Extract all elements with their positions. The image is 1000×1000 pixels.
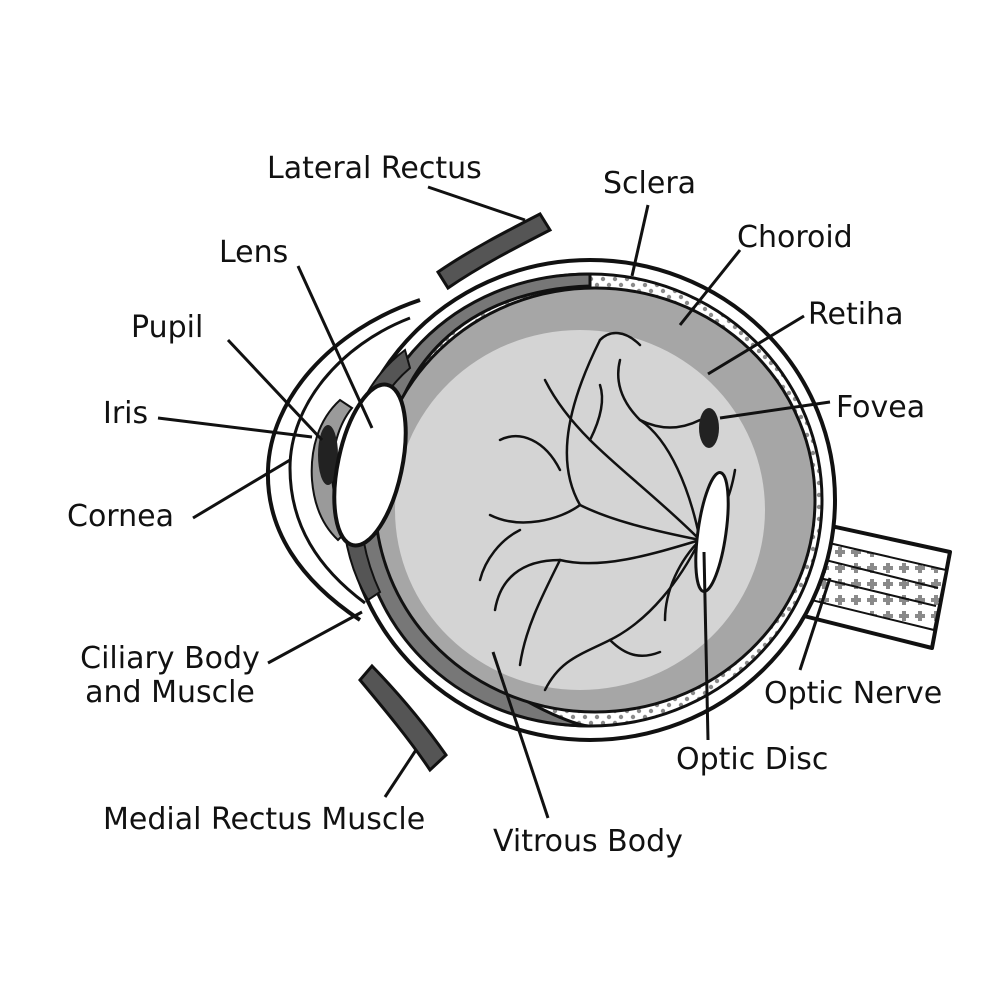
leader-cornea [192, 458, 291, 520]
label-sclera: Sclera [603, 166, 697, 201]
label-optic-disc: Optic Disc [676, 742, 829, 777]
label-ciliary-body: Ciliary Body and Muscle [72, 642, 268, 710]
fovea-shape [699, 408, 719, 448]
label-ciliary-line2: and Muscle [85, 675, 255, 710]
leader-ciliary [267, 610, 363, 665]
leader-iris [157, 416, 313, 439]
leader-optic-disc [702, 551, 710, 741]
lateral-rectus-shape [435, 212, 553, 291]
label-lateral-rectus: Lateral Rectus [267, 151, 482, 186]
medial-rectus-shape [358, 663, 448, 773]
label-medial-rectus: Medial Rectus Muscle [103, 802, 426, 837]
lens-shape [332, 382, 408, 548]
label-fovea: Fovea [836, 390, 926, 425]
pupil-shape [318, 425, 338, 485]
label-cornea: Cornea [67, 499, 174, 534]
leader-lens [296, 265, 374, 429]
leader-sclera [630, 204, 650, 277]
label-retina: Retiha [808, 297, 904, 332]
label-vitrous-body: Vitrous Body [493, 824, 683, 859]
label-iris: Iris [103, 396, 149, 431]
label-pupil: Pupil [131, 310, 204, 345]
blood-vessels [478, 331, 737, 692]
label-lens: Lens [219, 235, 289, 270]
leader-fovea [719, 400, 831, 420]
leader-lines [157, 185, 832, 819]
label-ciliary-line1: Ciliary Body [80, 641, 260, 676]
leader-vitrous [491, 651, 550, 819]
leader-choroid [678, 249, 742, 326]
label-optic-nerve: Optic Nerve [764, 676, 943, 711]
leader-optic-nerve [798, 577, 832, 671]
leader-lateral-rectus [427, 185, 526, 222]
leader-pupil [226, 338, 324, 442]
leader-retina [707, 314, 805, 376]
label-choroid: Choroid [737, 220, 853, 255]
cornea-shape [265, 298, 421, 622]
leader-medial-rectus [383, 749, 418, 798]
vitreous-body-shape [395, 330, 765, 690]
